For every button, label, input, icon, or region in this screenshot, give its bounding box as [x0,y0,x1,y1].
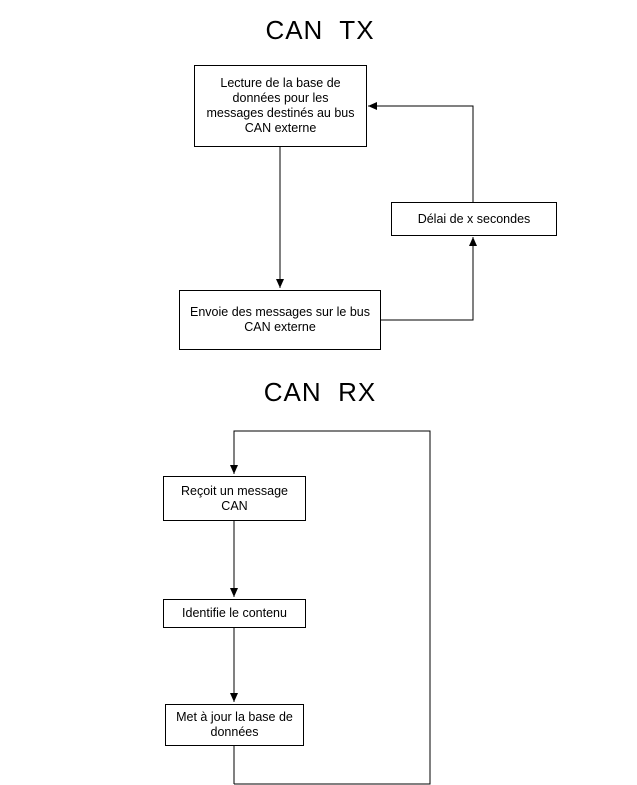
tx-read-db-label: Lecture de la base de données pour les m… [206,76,355,135]
rx-identify-label: Identifie le contenu [182,606,287,620]
tx-send-box: Envoie des messages sur le bus CAN exter… [179,290,381,350]
tx-title: CAN TX [265,15,375,45]
rx-receive-label: Reçoit un message CAN [180,483,288,513]
tx-read-db-box: Lecture de la base de données pour les m… [194,65,367,147]
rx-update-db-box: Met à jour la base de données [165,704,304,746]
tx-delay-label: Délai de x secondes [417,211,531,226]
arrow-loop-to-receive [230,430,431,785]
tx-delay-box: Délai de x secondes [391,202,557,236]
rx-identify-box: Identifie le contenu [163,599,306,628]
arrow-send-to-delay [381,237,477,321]
rx-receive-box: Reçoit un message CAN [163,476,306,521]
tx-send-label: Envoie des messages sur le bus CAN exter… [190,305,370,334]
rx-title: CAN RX [263,377,377,407]
rx-update-db-label: Met à jour la base de données [176,710,293,739]
arrow-delay-to-read [368,102,474,203]
